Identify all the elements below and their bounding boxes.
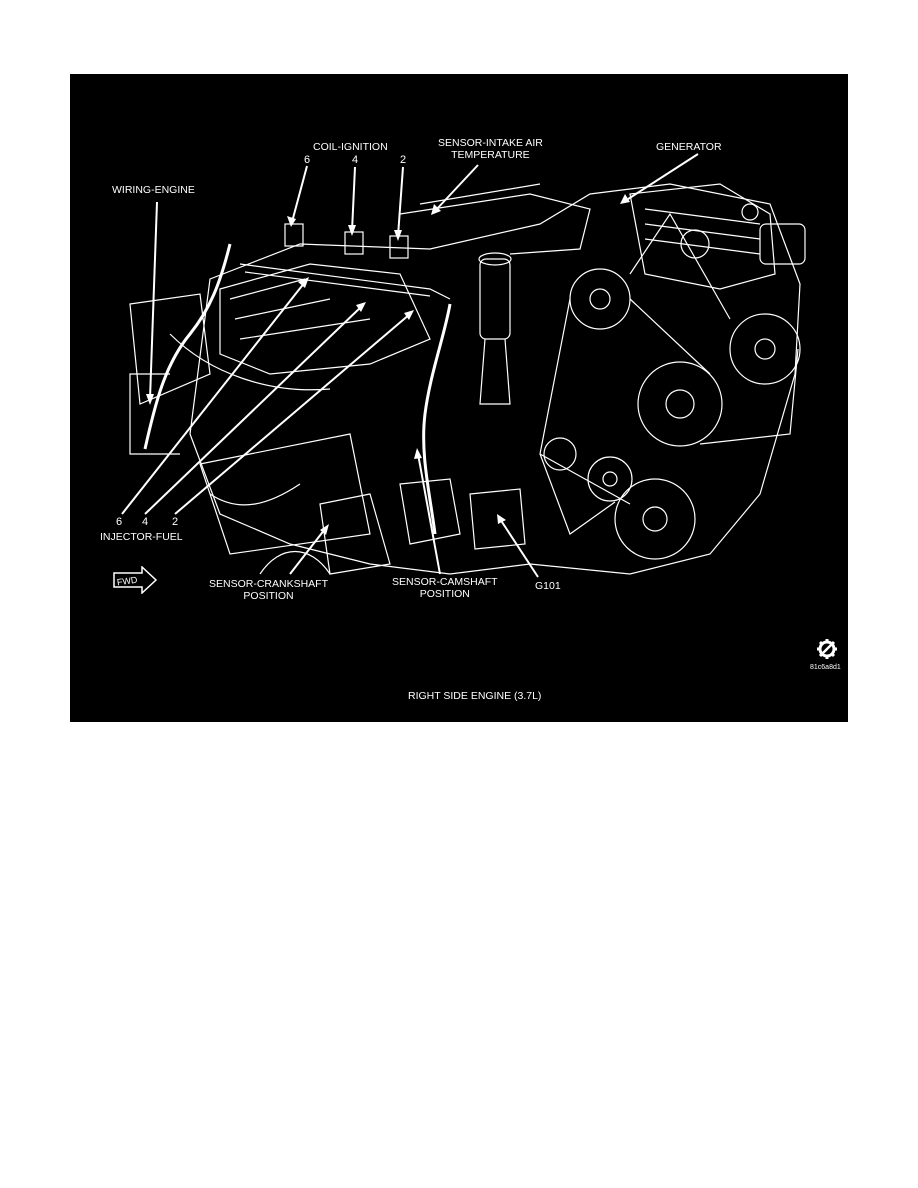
iat-sensor-line1: SENSOR-INTAKE AIR [438, 137, 543, 149]
coil-number-6: 6 [304, 154, 311, 166]
generator-label: GENERATOR [656, 141, 722, 153]
ground-g101-label: G101 [535, 580, 561, 592]
crank-sensor-line1: SENSOR-CRANKSHAFT [209, 578, 329, 590]
coil-number-4: 4 [352, 154, 359, 166]
image-code: 81c6a8d1 [810, 664, 841, 671]
cam-sensor-label: SENSOR-CAMSHAFT POSITION [392, 576, 498, 600]
injector-fuel-label: INJECTOR-FUEL [100, 531, 183, 543]
engine-illustration [121, 153, 806, 578]
coil-number-2: 2 [400, 154, 407, 166]
coil-ignition-label: COIL-IGNITION [313, 141, 388, 153]
wiring-engine-label: WIRING-ENGINE [112, 184, 195, 196]
iat-sensor-line2: TEMPERATURE [451, 149, 530, 161]
service-gear-icon [817, 639, 837, 659]
injector-number-2: 2 [172, 516, 179, 528]
crank-sensor-label: SENSOR-CRANKSHAFT POSITION [209, 578, 328, 602]
fwd-text: FWD [116, 575, 138, 588]
iat-sensor-label: SENSOR-INTAKE AIR TEMPERATURE [438, 137, 543, 161]
engine-diagram: FWD COIL-IGNITION 6 4 2 SENSOR-INTAKE AI… [70, 74, 848, 722]
fwd-arrow-icon: FWD [113, 566, 158, 594]
injector-number-6: 6 [116, 516, 123, 528]
crank-sensor-line2: POSITION [243, 590, 294, 602]
figure-caption: RIGHT SIDE ENGINE (3.7L) [408, 690, 542, 702]
cam-sensor-line1: SENSOR-CAMSHAFT [392, 576, 498, 588]
cam-sensor-line2: POSITION [419, 588, 470, 600]
injector-number-4: 4 [142, 516, 149, 528]
